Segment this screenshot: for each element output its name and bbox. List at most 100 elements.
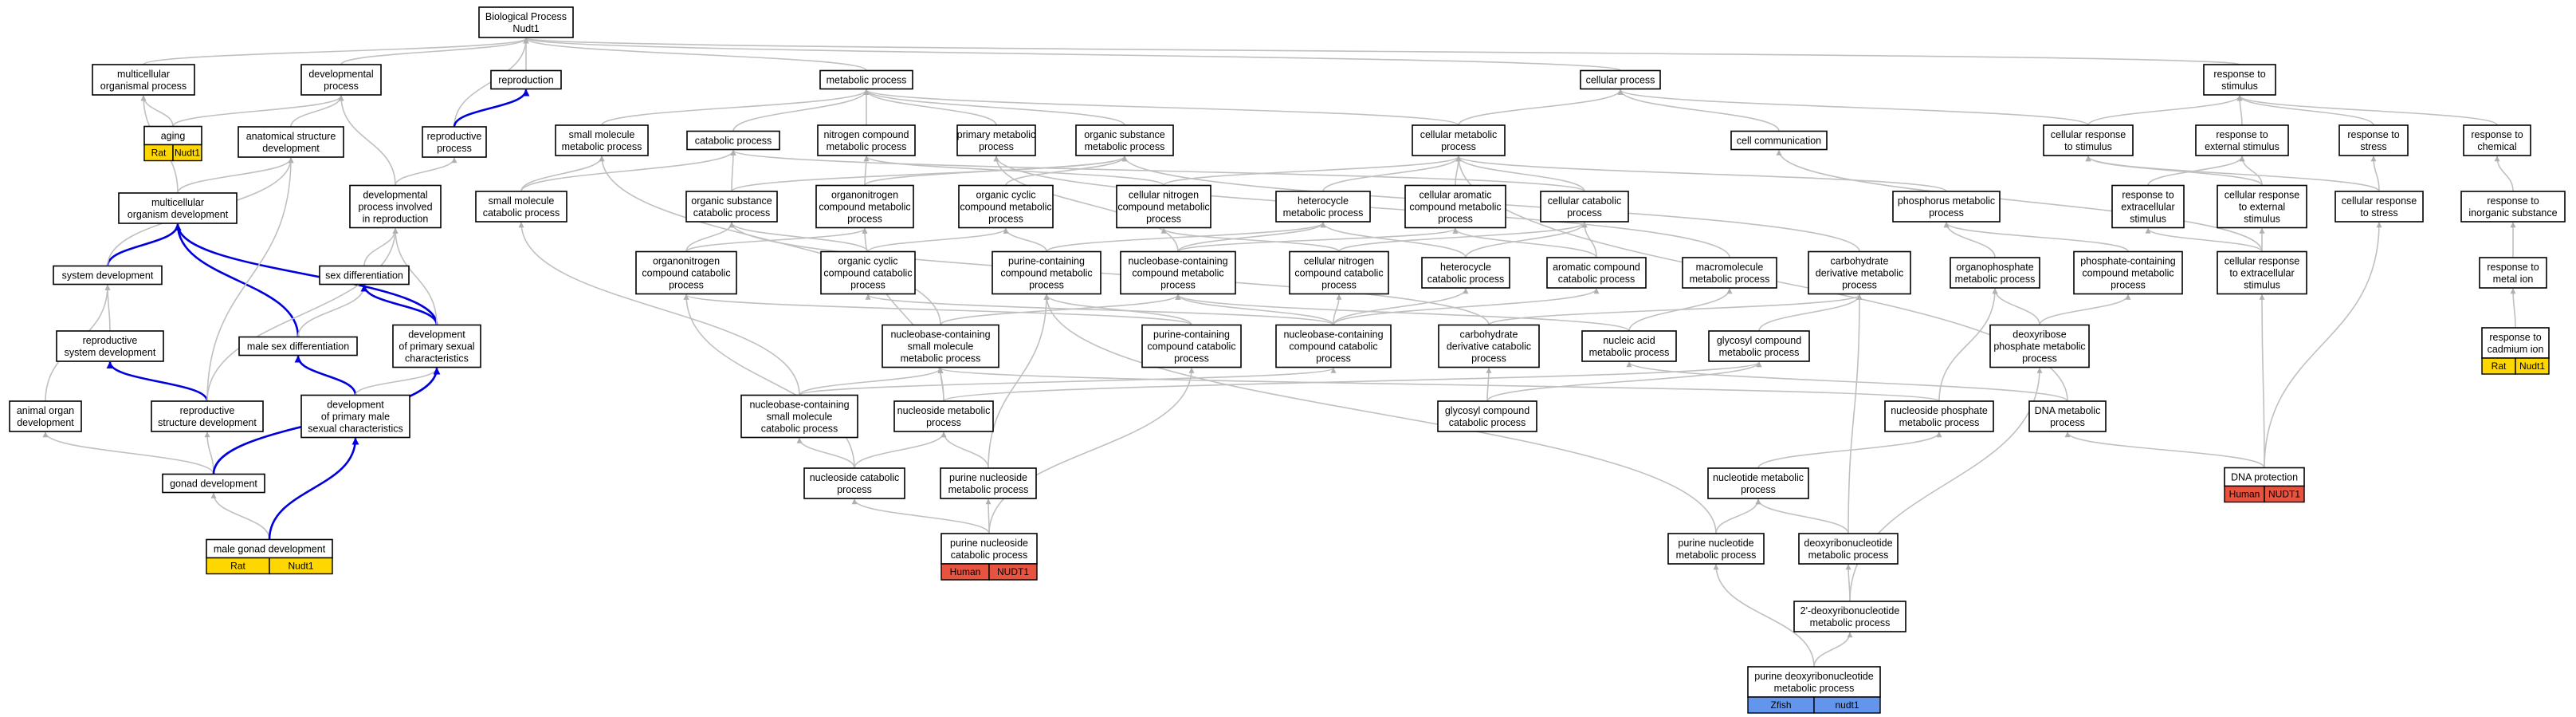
node-catab[interactable]: catabolic process <box>686 130 780 151</box>
node-box <box>1540 191 1629 223</box>
edge-cellcat-to-cellmetab <box>1455 156 1585 192</box>
node-gonad[interactable]: gonad development <box>162 473 265 494</box>
node-label-line: compound metabolic <box>960 202 1051 213</box>
node-sysdev[interactable]: system development <box>53 265 163 286</box>
edge-nucleosidecat-to-organonitrocat <box>683 293 855 469</box>
edge-catab-to-metab <box>732 89 870 132</box>
edge-cellnitrocat-to-cellcat <box>1338 222 1588 253</box>
node-box <box>1120 250 1236 295</box>
node-sexdiff[interactable]: sex differentiation <box>319 265 410 286</box>
node-box <box>1421 257 1510 289</box>
node-box <box>2028 400 2107 432</box>
node-malesexdiff[interactable]: male sex differentiation <box>238 336 358 357</box>
node-label-line: compound catabolic <box>1147 341 1235 353</box>
node-metab[interactable]: metabolic process <box>819 69 913 90</box>
node-reproduction[interactable]: reproduction <box>490 69 562 90</box>
edge-carbderivcat-to-carbderiv <box>1488 293 1863 326</box>
node-label-line: cellular nitrogen <box>1129 190 1199 201</box>
node-label-line: catabolic process <box>1449 417 1526 428</box>
node-label-line: deoxyribose <box>2012 329 2066 341</box>
node-cellproc[interactable]: cellular process <box>1580 69 1661 90</box>
edge-purinenucleosidecat-to-purinecat <box>988 367 1195 534</box>
node-label-line: anatomical structure <box>246 131 336 142</box>
node-label-line: process <box>1321 280 1357 291</box>
node-cellcomm[interactable]: cell communication <box>1730 130 1828 151</box>
node-label-line: phosphate metabolic <box>1993 341 2085 353</box>
node-label-line: carbohydrate <box>1460 329 1518 341</box>
